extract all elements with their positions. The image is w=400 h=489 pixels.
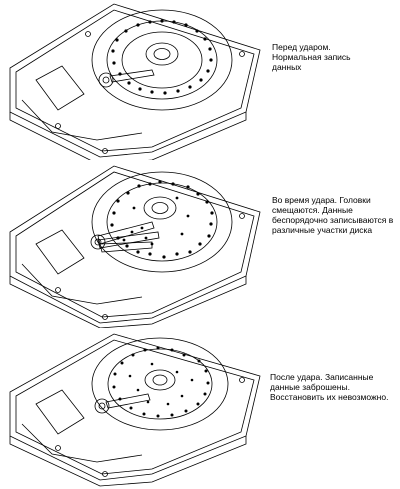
platter (91, 337, 229, 431)
head-arm (109, 69, 155, 83)
spindle-hub (144, 369, 176, 391)
drive-side-edge (9, 112, 247, 160)
drive-chassis-inner (15, 9, 255, 152)
head-arm-displaced (97, 221, 155, 245)
data-track-normal (111, 19, 213, 95)
drive-front-edge (21, 99, 143, 141)
hard-drive-illustration (9, 165, 261, 328)
head-arm (105, 393, 151, 409)
platter (91, 9, 233, 111)
drive-chassis (9, 3, 261, 158)
hard-drive-illustration (9, 333, 261, 487)
hard-drive-illustration (9, 3, 261, 160)
platter (91, 171, 233, 273)
spindle-hub (143, 196, 177, 220)
panel-during-impact: Во время удара. Головки смещаются. Данны… (0, 158, 400, 328)
spindle-hub (145, 42, 179, 66)
drive-side-edge (9, 436, 247, 487)
drive-side-edge (9, 276, 247, 328)
drive-chassis-inner (15, 339, 255, 475)
panel-after-impact: После удара. Записанные данные заброшены… (0, 328, 400, 489)
data-track-scattered (112, 346, 210, 418)
drive-front-edge (21, 263, 143, 305)
caption-before-impact: Перед ударом. Нормальная запись данных (272, 42, 351, 72)
caption-during-impact: Во время удара. Головки смещаются. Данны… (272, 195, 394, 235)
panel-before-impact: Перед ударом. Нормальная запись данных (0, 0, 400, 160)
drive-chassis-inner (15, 171, 255, 318)
drive-front-edge (21, 423, 143, 463)
data-track-disturbed (110, 180, 214, 259)
drive-chassis (9, 165, 261, 324)
drive-chassis (9, 333, 261, 481)
caption-after-impact: После удара. Записанные данные заброшены… (270, 372, 389, 402)
